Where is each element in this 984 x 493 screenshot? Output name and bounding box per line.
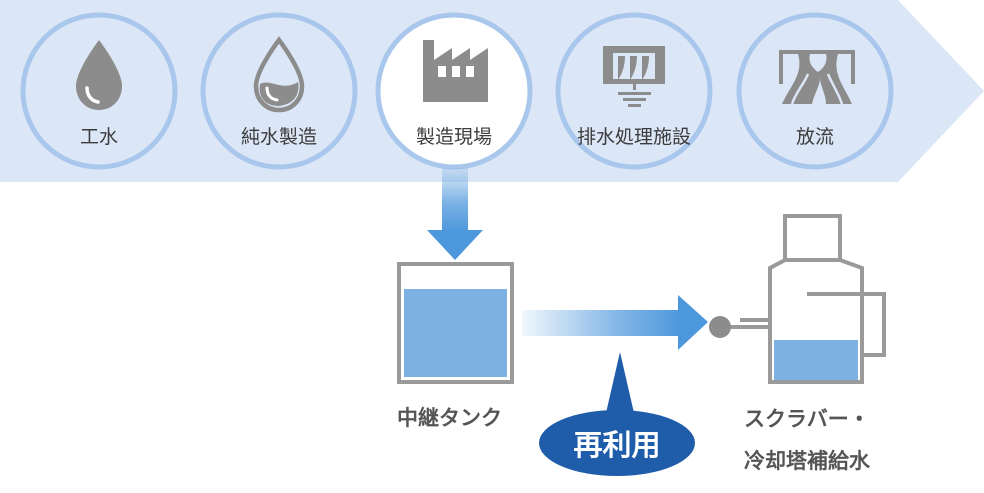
reuse-badge (539, 352, 695, 476)
relay-tank (397, 262, 514, 384)
scrubber-label-line1: スクラバー・ (744, 407, 870, 431)
step-label-5: 放流 (795, 126, 835, 148)
right-arrow (522, 295, 708, 350)
down-arrow (427, 168, 483, 260)
inlet-nozzle (709, 316, 731, 338)
step-label-3: 製造現場 (415, 126, 493, 148)
scrubber-water (774, 340, 858, 380)
step-label-4: 排水処理施設 (576, 126, 692, 148)
factory-icon (423, 40, 488, 102)
step-label-1: 工水 (79, 126, 119, 148)
pure-water-drop-icon (253, 36, 305, 113)
scrubber-label-line2: 冷却塔補給水 (744, 449, 870, 473)
discharge-river-icon (779, 50, 855, 105)
wastewater-treatment-icon (603, 46, 665, 107)
water-drop-icon (76, 40, 122, 110)
tank-label: 中継タンク (397, 406, 502, 430)
step-label-2: 純水製造 (240, 126, 318, 148)
step-circle-4 (555, 12, 713, 170)
reuse-label: 再利用 (573, 428, 661, 462)
